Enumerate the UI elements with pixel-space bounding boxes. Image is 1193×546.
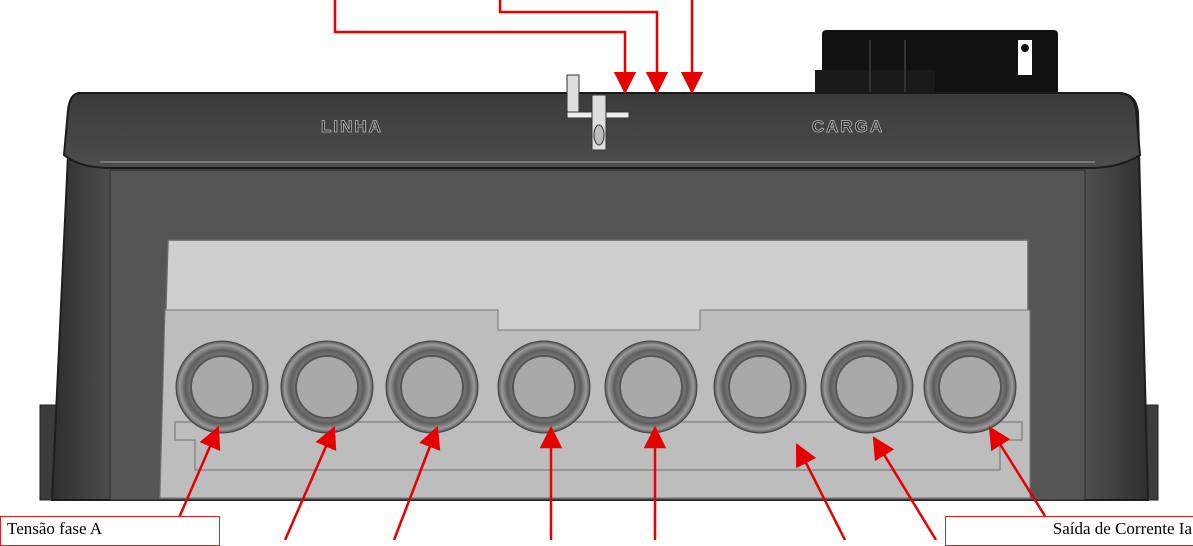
callout-arrow [988, 426, 1047, 517]
callout-arrow [498, 0, 669, 95]
load-label: CARGA [812, 117, 884, 136]
terminal-hole-icon [923, 340, 1017, 434]
callout-arrow [333, 0, 637, 95]
bottom-callout-arrows [176, 425, 1047, 540]
terminal-hole-icon [280, 340, 374, 434]
callout-current-output-ia: Saída de Corrente Ia [945, 516, 1193, 546]
top-callout-arrows [333, 0, 704, 95]
line-label: LINHA [321, 117, 383, 136]
callout-arrow [283, 425, 337, 540]
terminal-hole-icon [497, 340, 591, 434]
connector-icon [815, 30, 1058, 100]
seal-screw-icon [566, 74, 630, 151]
callout-phase-a-voltage: Tensão fase A [0, 516, 220, 546]
terminal-hole-icon [604, 340, 698, 434]
terminal-hole-icon [820, 340, 914, 434]
callout-arrow [176, 425, 221, 521]
callout-arrow [872, 436, 938, 540]
callout-arrow [392, 425, 441, 540]
terminal-hole-icon [713, 340, 807, 434]
terminal-hole-icon [175, 340, 269, 434]
terminal-row [175, 340, 1017, 434]
terminal-hole-icon [385, 340, 479, 434]
terminal-rail [174, 421, 1023, 471]
callout-arrow [795, 442, 847, 540]
